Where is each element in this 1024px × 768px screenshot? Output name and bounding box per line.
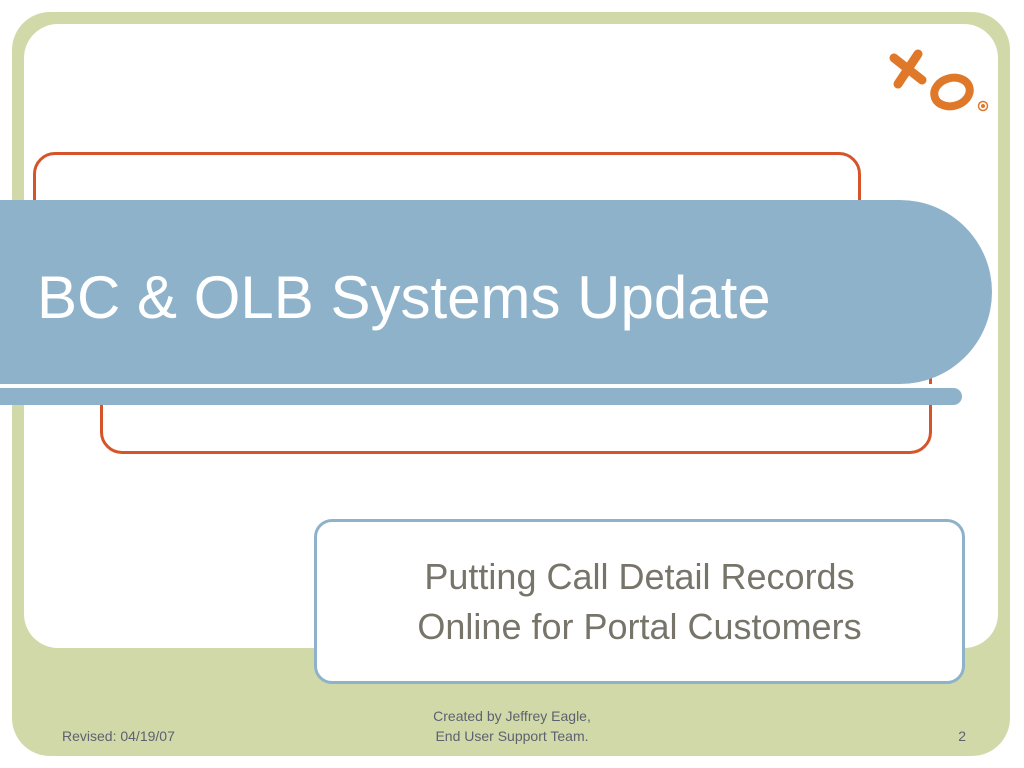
title-underline-band	[0, 388, 962, 405]
title-band-divider	[0, 384, 990, 388]
subtitle-line-2: Online for Portal Customers	[417, 605, 862, 647]
subtitle-line-1: Putting Call Detail Records	[424, 555, 855, 597]
revised-date: Revised: 04/19/07	[62, 728, 175, 744]
title-band	[0, 200, 992, 384]
footer-credit-line-1: Created by Jeffrey Eagle,	[433, 708, 591, 724]
slide-title: BC & OLB Systems Update	[37, 264, 771, 331]
xo-logo-icon	[884, 40, 994, 120]
footer-credit-line-2: End User Support Team.	[435, 728, 589, 744]
subtitle-box: Putting Call Detail Records Online for P…	[314, 519, 965, 684]
footer-credit: Created by Jeffrey Eagle, End User Suppo…	[380, 706, 644, 746]
slide-subtitle: Putting Call Detail Records Online for P…	[317, 552, 962, 652]
page-number: 2	[958, 728, 966, 744]
